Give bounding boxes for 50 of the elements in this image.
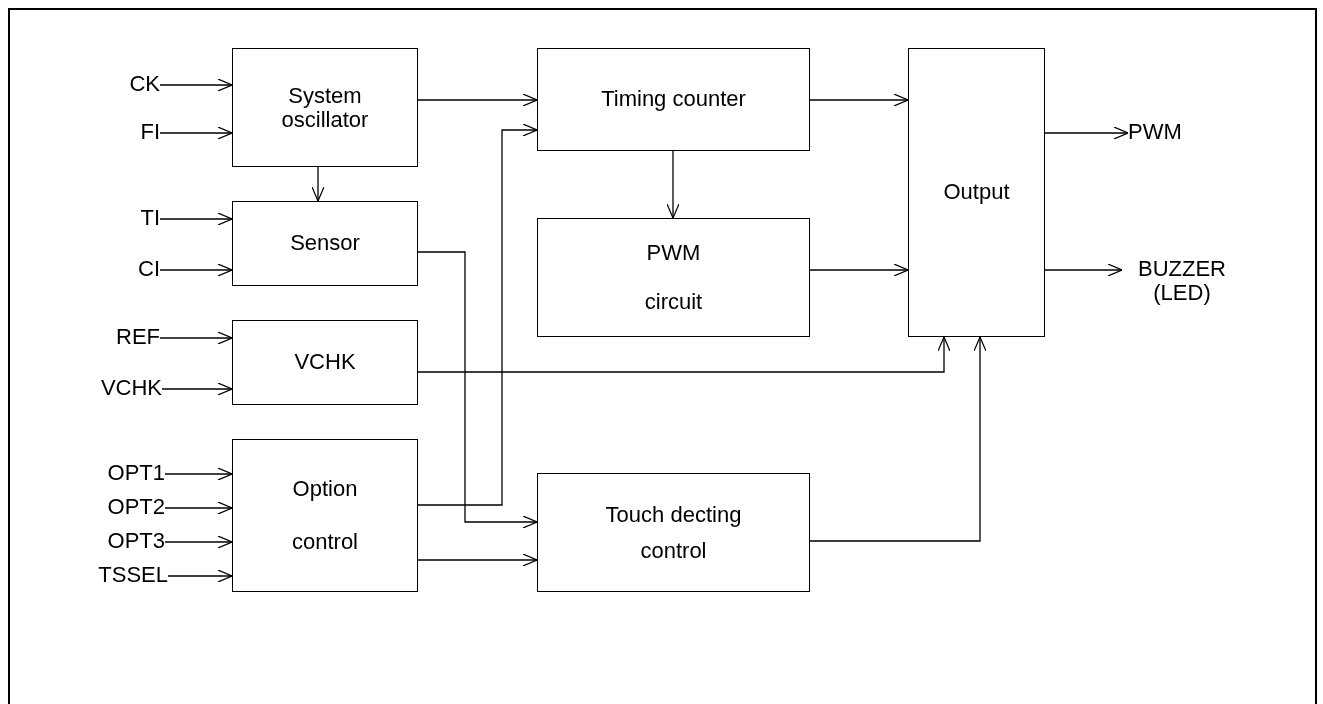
signal-label: OPT1	[60, 461, 165, 487]
signal-label: FI	[100, 120, 160, 146]
arrow	[809, 93, 909, 107]
block-label: System oscillator	[280, 84, 370, 131]
arrow	[167, 569, 233, 583]
arrow	[159, 331, 233, 345]
block-label: Touch decting control	[604, 501, 743, 565]
signal-label: PWM	[1128, 120, 1208, 146]
arrow	[417, 553, 538, 567]
arrow	[809, 336, 987, 542]
arrow	[164, 467, 233, 481]
block-label: Timing counter	[601, 86, 746, 113]
signal-label: VCHK	[70, 376, 162, 402]
block-box	[232, 201, 418, 286]
signal-label: TSSEL	[60, 563, 168, 589]
signal-label: TI	[100, 206, 160, 232]
signal-label: BUZZER (LED)	[1122, 257, 1242, 309]
block-box	[537, 48, 810, 151]
block-label: VCHK	[294, 349, 356, 376]
signal-label: OPT2	[60, 495, 165, 521]
signal-label: OPT3	[60, 529, 165, 555]
arrow	[666, 150, 680, 219]
block-label: PWM circuit	[643, 239, 704, 316]
block-box	[537, 473, 810, 592]
arrow	[161, 382, 233, 396]
block-label: Sensor	[290, 230, 360, 257]
block-box	[537, 218, 810, 337]
arrow	[1044, 263, 1123, 277]
arrow	[159, 263, 233, 277]
block-label: Option control	[290, 474, 359, 556]
arrow	[417, 93, 538, 107]
arrow	[311, 166, 325, 202]
signal-label: CI	[100, 257, 160, 283]
arrow	[159, 78, 233, 92]
block-label: Output	[943, 179, 1010, 206]
signal-label: CK	[100, 72, 160, 98]
block-box	[232, 439, 418, 592]
arrow	[1044, 126, 1129, 140]
signal-label: REF	[70, 325, 160, 351]
arrow	[159, 126, 233, 140]
block-box	[908, 48, 1045, 337]
arrow	[417, 336, 951, 373]
arrow	[159, 212, 233, 226]
arrow	[164, 501, 233, 515]
arrow	[809, 263, 909, 277]
arrow	[417, 251, 538, 529]
block-box	[232, 48, 418, 167]
block-box	[232, 320, 418, 405]
arrow	[417, 123, 538, 506]
arrow	[164, 535, 233, 549]
